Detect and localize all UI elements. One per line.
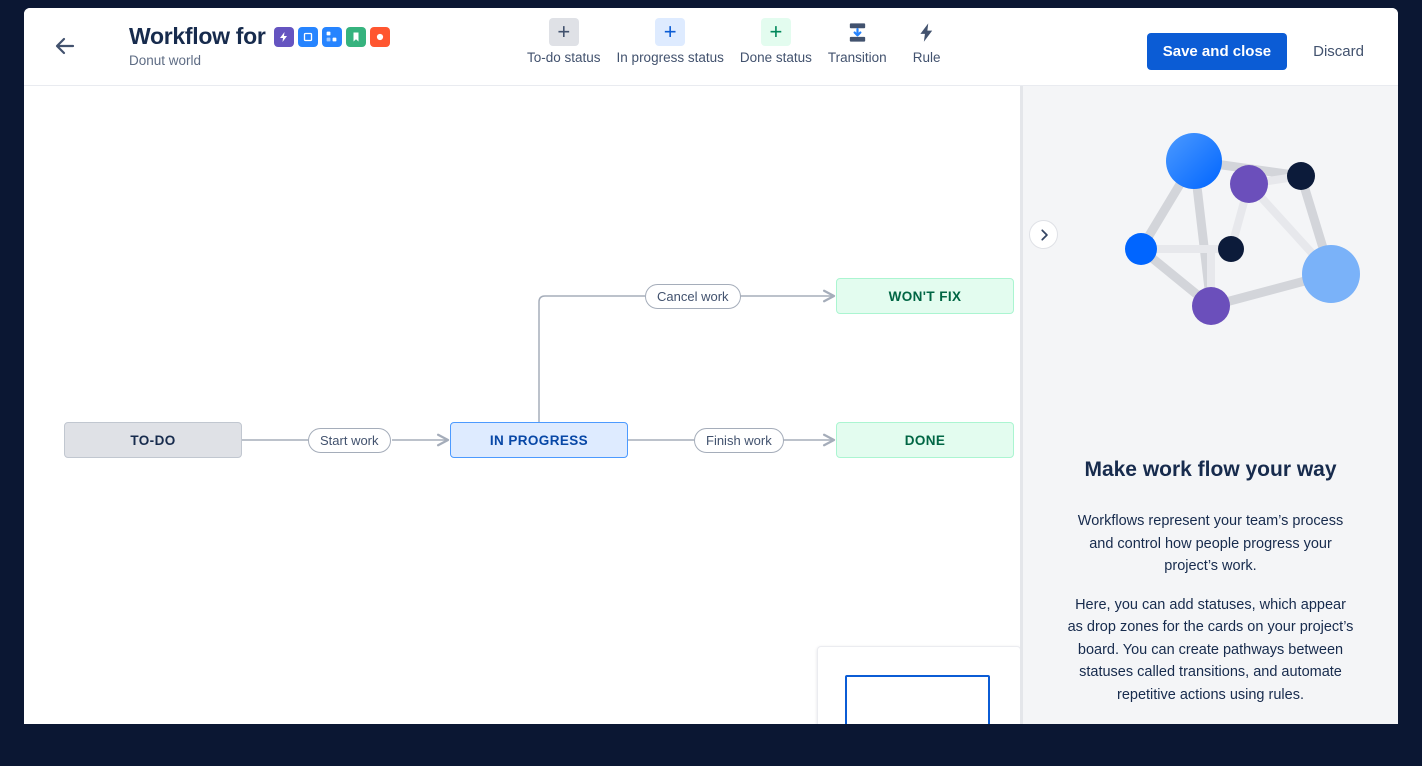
workflow-network-illustration xyxy=(1046,106,1376,411)
tool-label: Transition xyxy=(827,50,887,65)
tool-label: To-do status xyxy=(527,50,601,65)
title-block: Workflow for xyxy=(129,23,390,68)
status-node-label: IN PROGRESS xyxy=(489,432,589,448)
lightning-bolt-icon xyxy=(912,18,942,46)
panel-paragraph: Workflows represent your team’s process … xyxy=(1077,513,1344,574)
workflow-edges xyxy=(242,289,836,447)
transition-icon xyxy=(842,18,872,46)
chevron-right-icon xyxy=(1040,228,1048,241)
status-node-label: WON'T FIX xyxy=(888,288,962,304)
lightning-app-icon[interactable] xyxy=(273,26,294,47)
tool-label: Rule xyxy=(912,50,941,65)
editor-header: Workflow for xyxy=(24,8,1398,86)
panel-description: Workflows represent your team’s process … xyxy=(1066,510,1356,724)
panel-paragraph: Select a status to reveal more details. xyxy=(1066,722,1356,724)
tool-label: In progress status xyxy=(616,50,724,65)
plus-icon: + xyxy=(760,18,791,46)
page-title: Workflow for xyxy=(129,23,266,49)
add-inprogress-status-button[interactable]: + In progress status xyxy=(609,18,732,65)
panel-divider xyxy=(1020,86,1023,724)
status-node-todo[interactable]: TO-DO xyxy=(64,422,242,458)
square-outline-app-icon[interactable] xyxy=(297,26,318,47)
transition-label-start-work[interactable]: Start work xyxy=(308,428,391,453)
transition-label-text: Finish work xyxy=(706,433,772,448)
arrow-left-icon xyxy=(55,37,75,55)
status-node-done[interactable]: DONE xyxy=(836,422,1014,458)
transition-label-text: Cancel work xyxy=(657,289,729,304)
circle-app-icon[interactable] xyxy=(369,26,390,47)
collapse-panel-button[interactable] xyxy=(1029,220,1058,249)
header-actions: Save and close Discard xyxy=(1146,33,1376,70)
add-todo-status-button[interactable]: + To-do status xyxy=(519,18,609,65)
editor-toolbar: + To-do status + In progress status + Do… xyxy=(519,18,959,65)
discard-button[interactable]: Discard xyxy=(1301,33,1376,70)
status-node-in-progress[interactable]: IN PROGRESS xyxy=(450,422,628,458)
minimap-viewport[interactable] xyxy=(845,675,990,724)
add-rule-button[interactable]: Rule xyxy=(895,18,959,65)
minimap[interactable] xyxy=(817,646,1020,724)
sitemap-app-icon[interactable] xyxy=(321,26,342,47)
transition-label-cancel-work[interactable]: Cancel work xyxy=(645,284,741,309)
status-node-wont-fix[interactable]: WON'T FIX xyxy=(836,278,1014,314)
back-button[interactable] xyxy=(48,29,82,63)
plus-icon: + xyxy=(655,18,686,46)
editor-body: TO-DO IN PROGRESS DONE WON'T FIX Start w… xyxy=(24,86,1398,724)
panel-title: Make work flow your way xyxy=(1084,458,1337,481)
info-panel: Make work flow your way Workflows repres… xyxy=(1023,86,1398,724)
plus-icon: + xyxy=(548,18,579,46)
status-node-label: DONE xyxy=(904,432,946,448)
tool-label: Done status xyxy=(739,50,812,65)
page-subtitle: Donut world xyxy=(129,53,202,68)
workflow-canvas[interactable]: TO-DO IN PROGRESS DONE WON'T FIX Start w… xyxy=(24,86,1020,724)
status-node-label: TO-DO xyxy=(130,432,176,448)
save-and-close-button[interactable]: Save and close xyxy=(1146,33,1288,70)
transition-label-finish-work[interactable]: Finish work xyxy=(694,428,784,453)
app-icon-group xyxy=(273,26,390,47)
workflow-editor-window: Workflow for xyxy=(24,8,1398,724)
bookmark-app-icon[interactable] xyxy=(345,26,366,47)
add-done-status-button[interactable]: + Done status xyxy=(732,18,820,65)
add-transition-button[interactable]: Transition xyxy=(820,18,895,65)
panel-paragraph: Here, you can add statuses, which appear… xyxy=(1067,596,1354,703)
transition-label-text: Start work xyxy=(320,433,379,448)
